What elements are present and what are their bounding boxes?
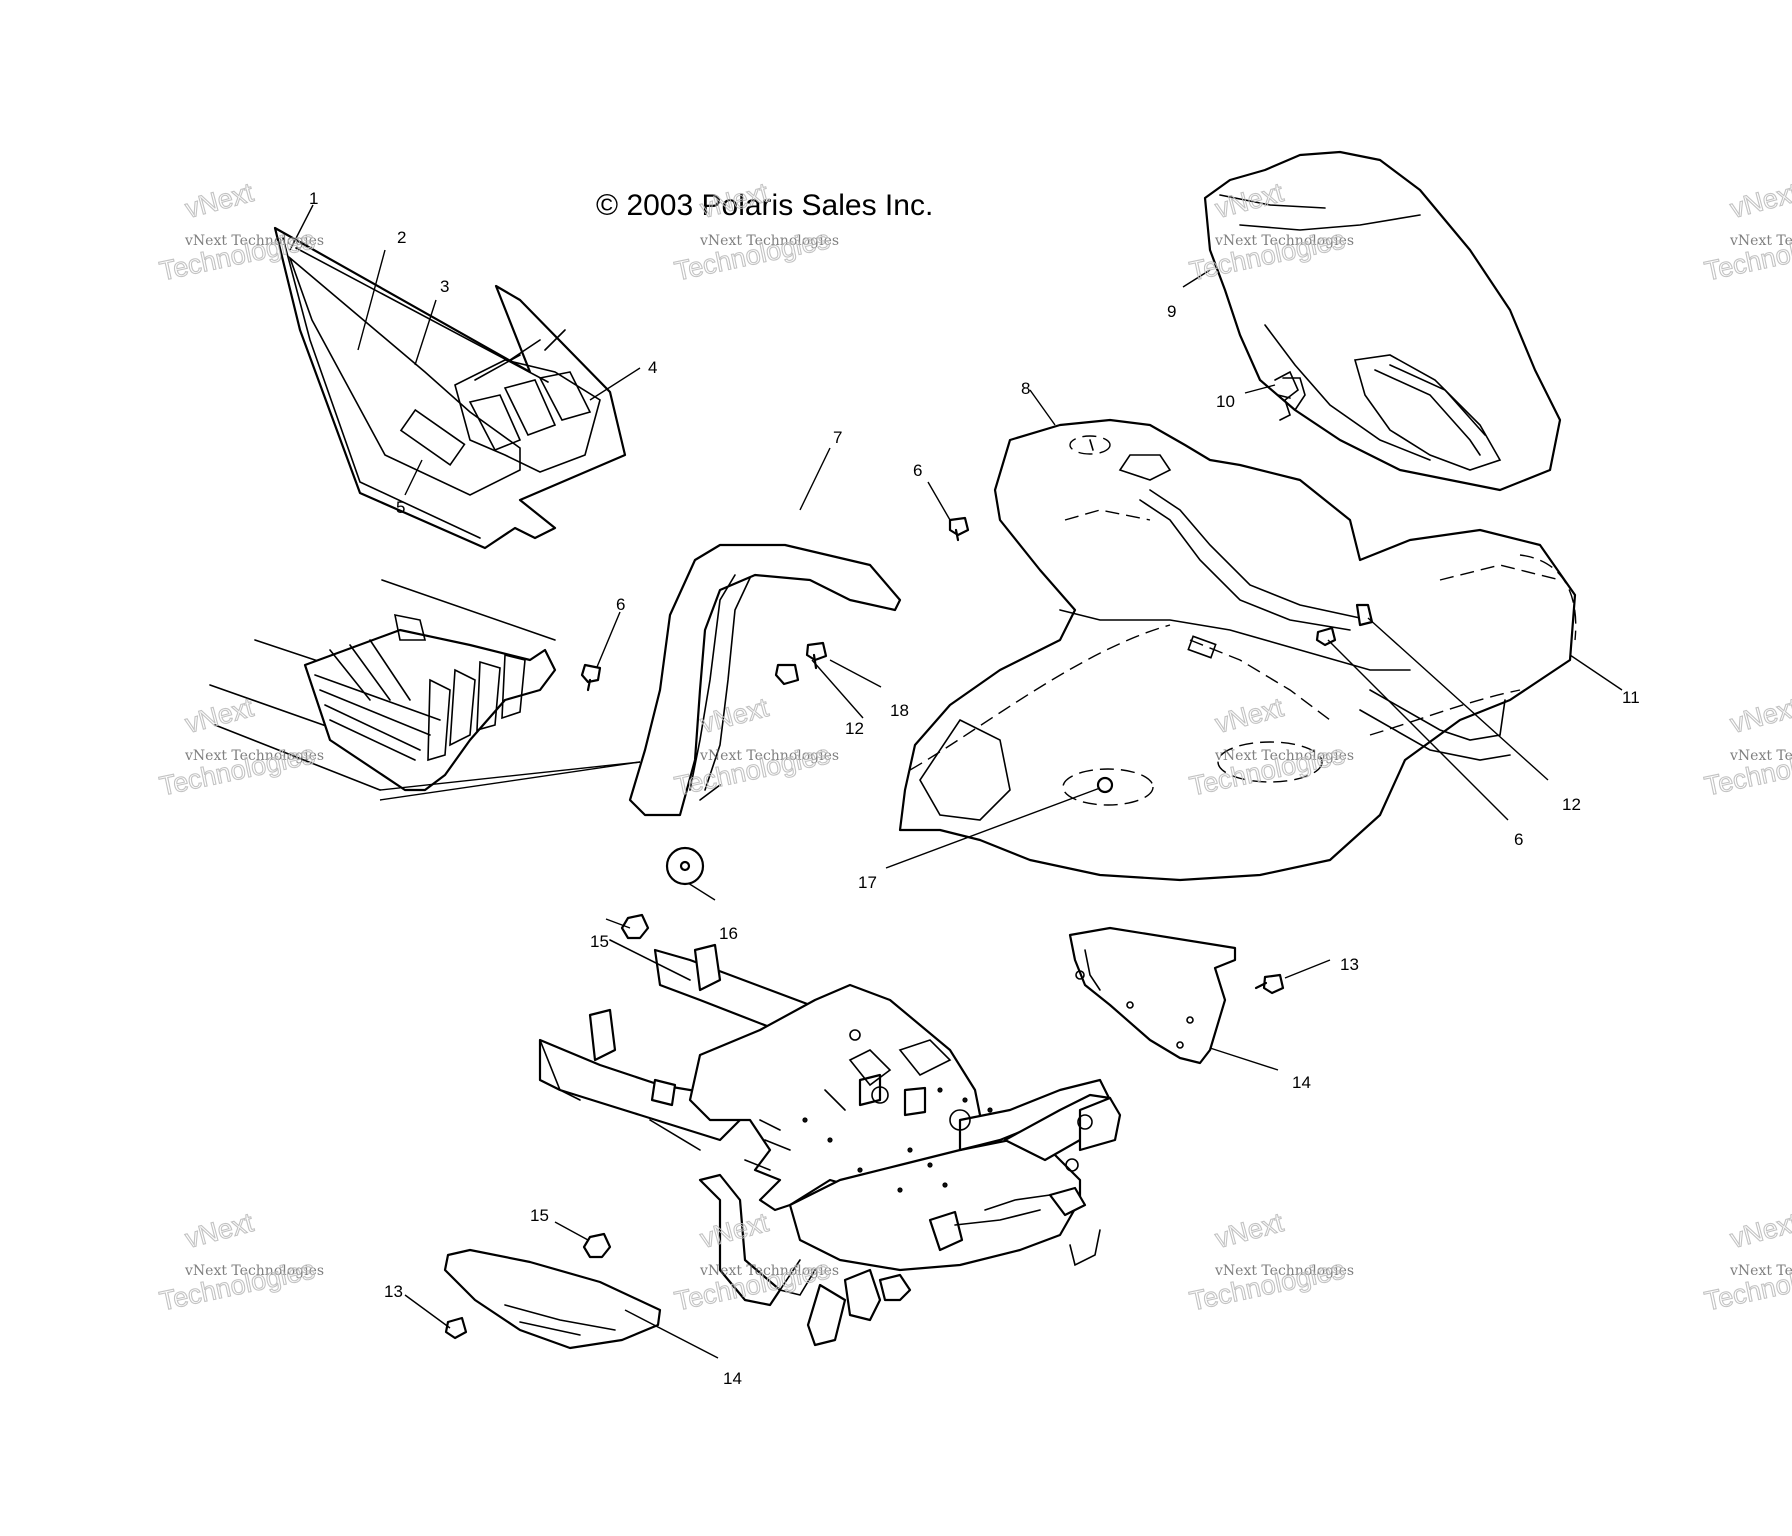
svg-text:vNext Technologies: vNext Technologies bbox=[184, 748, 324, 764]
svg-text:vNext: vNext bbox=[182, 692, 257, 739]
svg-text:vNext Technologies: vNext Technologies bbox=[1729, 748, 1792, 764]
callout-13b: 13 bbox=[384, 1282, 403, 1301]
svg-text:vNext Technologies: vNext Technologies bbox=[699, 748, 839, 764]
copyright-text: © 2003 Polaris Sales Inc. bbox=[596, 189, 933, 222]
callout-12a: 12 bbox=[845, 719, 864, 738]
svg-text:vNext Technologies: vNext Technologies bbox=[1729, 233, 1792, 249]
svg-text:vNext: vNext bbox=[182, 177, 257, 224]
frame bbox=[538, 939, 1122, 1347]
callout-6a: 6 bbox=[616, 595, 625, 614]
hardware bbox=[444, 516, 1374, 1340]
rear-fender-11 bbox=[1519, 554, 1577, 641]
svg-text:vNext Technologies: vNext Technologies bbox=[184, 1263, 324, 1279]
svg-text:vNext Technologies: vNext Technologies bbox=[1214, 748, 1354, 764]
callout-9: 9 bbox=[1167, 302, 1176, 321]
callout-14b: 14 bbox=[723, 1369, 742, 1388]
svg-text:vNext: vNext bbox=[697, 692, 772, 739]
svg-text:vNext: vNext bbox=[1727, 692, 1792, 739]
top-cover-9 bbox=[1203, 150, 1562, 492]
callout-4: 4 bbox=[648, 358, 657, 377]
leader-lines bbox=[289, 204, 1623, 1359]
callouts: 1 2 3 4 5 6 6 6 7 8 9 10 11 12 12 13 13 … bbox=[309, 189, 1640, 1388]
callout-11: 11 bbox=[1622, 688, 1640, 707]
svg-text:vNext Technologies: vNext Technologies bbox=[1729, 1263, 1792, 1279]
callout-17: 17 bbox=[858, 873, 877, 892]
callout-14a: 14 bbox=[1292, 1073, 1311, 1092]
latch-10 bbox=[1274, 370, 1306, 421]
splash-guard-14-right bbox=[1068, 926, 1237, 1065]
callout-1: 1 bbox=[309, 189, 318, 208]
svg-text:vNext Technologies: vNext Technologies bbox=[1214, 1263, 1354, 1279]
callout-16: 16 bbox=[719, 924, 738, 943]
svg-text:vNext Technologies: vNext Technologies bbox=[184, 233, 324, 249]
svg-text:vNext Technologies: vNext Technologies bbox=[699, 1263, 839, 1279]
callout-18: 18 bbox=[890, 701, 909, 720]
svg-text:vNext Technologies: vNext Technologies bbox=[699, 233, 839, 249]
svg-text:vNext: vNext bbox=[182, 1207, 257, 1254]
splash-guard-14-left bbox=[443, 1248, 662, 1350]
callout-10: 10 bbox=[1216, 392, 1235, 411]
fender-extension-7 bbox=[628, 543, 902, 817]
callout-15a: 15 bbox=[590, 932, 609, 951]
callout-8: 8 bbox=[1021, 379, 1030, 398]
svg-text:vNext Technologies: vNext Technologies bbox=[1214, 233, 1354, 249]
svg-text:vNext: vNext bbox=[1727, 177, 1792, 224]
callout-6b: 6 bbox=[913, 461, 922, 480]
callout-7: 7 bbox=[833, 428, 842, 447]
callout-13a: 13 bbox=[1340, 955, 1359, 974]
callout-5: 5 bbox=[396, 498, 405, 517]
front-panel-assembly bbox=[273, 226, 627, 550]
svg-text:vNext: vNext bbox=[1212, 1207, 1287, 1254]
callout-2: 2 bbox=[397, 228, 406, 247]
footwell-assembly bbox=[209, 579, 641, 801]
callout-12b: 12 bbox=[1562, 795, 1581, 814]
front-cab-8 bbox=[898, 418, 1577, 882]
callout-3: 3 bbox=[440, 277, 449, 296]
svg-text:vNext: vNext bbox=[1727, 1207, 1792, 1254]
callout-6c: 6 bbox=[1514, 830, 1523, 849]
callout-15b: 15 bbox=[530, 1206, 549, 1225]
